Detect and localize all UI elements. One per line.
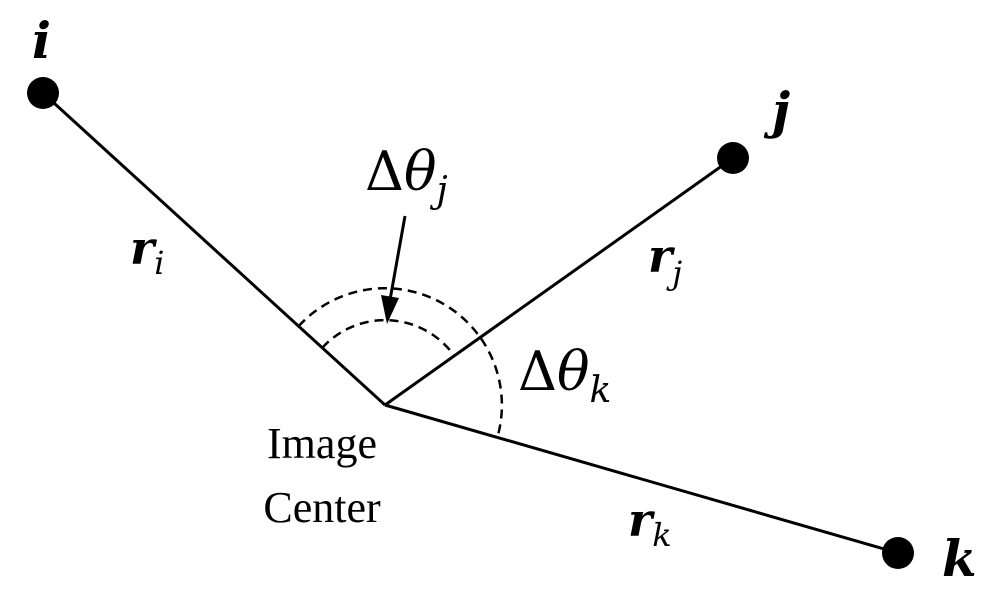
center-label-line2: Center	[263, 483, 381, 532]
point-j-label: j	[763, 81, 790, 140]
radius-label-rk: rk	[628, 493, 672, 554]
ray-k	[384, 403, 899, 555]
angle-label-delta-theta-j: Δθj	[365, 140, 448, 211]
point-i-label: i	[32, 11, 51, 70]
arrow-delta-theta-j-head	[381, 295, 399, 324]
arc-delta-theta-k	[297, 286, 504, 438]
ray-j	[384, 156, 734, 407]
ray-i	[41, 91, 387, 407]
arrow-delta-theta-j-shaft	[388, 215, 407, 301]
center-label-line1: Image	[267, 419, 377, 468]
angle-label-delta-theta-k: Δθk	[518, 340, 611, 411]
radius-label-rj: rj	[648, 229, 682, 292]
point-i-marker	[27, 77, 59, 109]
point-j-marker	[717, 142, 749, 174]
point-k-marker	[882, 537, 914, 569]
point-k-label: k	[942, 529, 977, 588]
radius-label-ri: ri	[130, 221, 164, 282]
arc-delta-theta-j	[321, 318, 456, 357]
